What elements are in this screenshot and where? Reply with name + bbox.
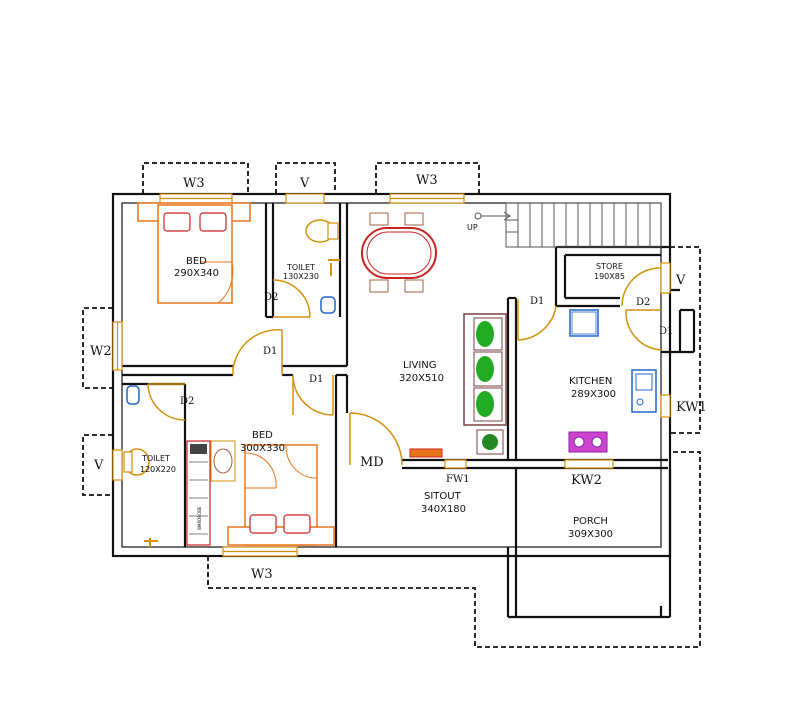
stairs-up-label: UP [467,223,478,232]
window-openings [112,193,671,557]
room-bed2-name: BED [252,430,273,441]
room-living-size: 320X510 [399,373,444,384]
room-sitout-name: SITOUT [424,491,462,502]
room-living-name: LIVING [403,360,437,371]
door-label-d1-kitchen: D1 [530,296,544,307]
toilet-1-fixtures [305,219,340,314]
projection-outlines [82,162,701,648]
room-store-size: 190X85 [594,272,625,281]
window-label-kw2: KW2 [571,473,602,488]
room-toilet1-size: 130X230 [283,272,319,281]
room-toilet2-name: TOILET [141,454,170,463]
bed-1-furniture [137,202,251,304]
window-label-v-left: V [93,458,104,473]
wardrobe [186,440,236,546]
sofa [463,313,507,455]
window-label-v-top: V [299,176,310,191]
room-sitout-size: 340X180 [421,504,466,515]
room-store-name: STORE [596,262,623,271]
window-labels: W3 V W3 V KW1 W2 V W3 KW2 FW1 [90,173,707,582]
room-bed2-size: 300X330 [240,443,285,454]
room-labels: BED 290X340 TOILET 130X230 LIVING 320X51… [140,256,625,540]
window-label-fw1: FW1 [446,474,470,485]
doors [147,267,662,466]
dining-table [361,212,437,293]
toilet-2-fixtures [123,385,158,547]
door-label-md: MD [360,455,384,470]
door-label-d1-right: D1 [659,326,673,337]
door-labels: D2 D1 D1 D2 D1 D2 D1 MD [180,292,673,470]
staircase [474,202,662,248]
door-label-d2-store: D2 [636,297,650,308]
window-label-w3-bottom: W3 [251,567,273,582]
wardrobe-label: WARDROBE [197,506,202,530]
window-label-v-right: V [675,273,686,288]
window-label-w3-top-mid: W3 [416,173,438,188]
room-bed1-name: BED [186,256,207,267]
sitout-bench [409,448,443,458]
door-label-d2-toilet2: D2 [180,396,194,407]
room-bed1-size: 290X340 [174,268,219,279]
room-porch-name: PORCH [573,516,608,527]
door-label-d1-bed2: D1 [309,374,323,385]
window-label-w3-top-left: W3 [183,176,205,191]
door-label-d1-bed1: D1 [263,346,277,357]
kitchen-fixtures [568,309,657,453]
room-toilet2-size: 120X220 [140,465,176,474]
walls [111,192,696,619]
room-kitchen-name: KITCHEN [569,376,612,387]
room-toilet1-name: TOILET [286,263,315,272]
room-porch-size: 309X300 [568,529,613,540]
room-kitchen-size: 289X300 [571,389,616,400]
bed-2-furniture [227,444,335,546]
window-label-kw1: KW1 [676,400,707,415]
door-label-d2-toilet1: D2 [264,292,278,303]
window-label-w2-left: W2 [90,344,112,359]
